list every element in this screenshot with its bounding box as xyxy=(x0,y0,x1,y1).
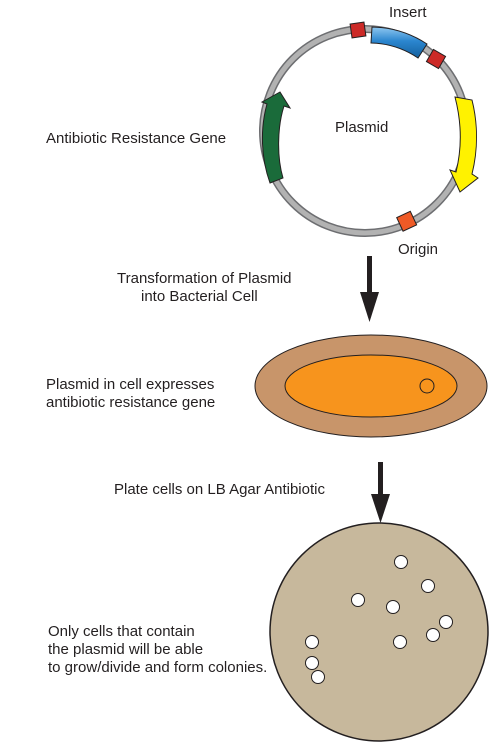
insert-label: Insert xyxy=(389,4,427,21)
restriction-site-left xyxy=(349,21,367,39)
plasmid-center-label: Plasmid xyxy=(335,119,388,136)
restriction-site-right xyxy=(425,48,447,70)
arrow-head-icon xyxy=(360,292,379,322)
colony xyxy=(305,635,319,649)
plate-caption-line1: Only cells that contain xyxy=(48,623,195,640)
colony xyxy=(426,628,440,642)
agar-plate xyxy=(269,522,489,742)
plasmid-in-cell xyxy=(419,378,435,394)
colony xyxy=(439,615,453,629)
yellow-gene-arrow xyxy=(449,96,479,193)
agar-dish xyxy=(269,522,489,742)
colony xyxy=(305,656,319,670)
plasmid-map: Insert Plasmid Origin Antibiotic Resista… xyxy=(46,4,479,258)
antibiotic-resistance-label: Antibiotic Resistance Gene xyxy=(46,130,226,147)
insert-segment xyxy=(370,26,428,59)
arrow-down-1 xyxy=(360,256,379,322)
arrow-shaft xyxy=(367,256,372,296)
arrow-down-2 xyxy=(371,462,390,523)
colony xyxy=(351,593,365,607)
origin-label: Origin xyxy=(398,241,438,258)
colony xyxy=(311,670,325,684)
transformation-line2: into Bacterial Cell xyxy=(141,288,258,305)
plate-caption-line2: the plasmid will be able xyxy=(48,641,203,658)
plate-caption-line3: to grow/divide and form colonies. xyxy=(48,659,267,676)
bacterial-cell xyxy=(254,334,488,438)
arrow-shaft xyxy=(378,462,383,498)
cell-cytoplasm xyxy=(284,354,458,418)
origin-site xyxy=(396,210,418,232)
arrow-head-icon xyxy=(371,494,390,523)
colonies xyxy=(305,555,453,684)
plate-cells-label: Plate cells on LB Agar Antibiotic xyxy=(114,481,325,498)
resistance-gene-arrow xyxy=(260,91,292,184)
colony xyxy=(394,555,408,569)
cell-caption-line1: Plasmid in cell expresses xyxy=(46,376,214,393)
cell-caption-line2: antibiotic resistance gene xyxy=(46,394,215,411)
colony xyxy=(386,600,400,614)
transformation-line1: Transformation of Plasmid xyxy=(117,270,292,287)
colony xyxy=(421,579,435,593)
colony xyxy=(393,635,407,649)
